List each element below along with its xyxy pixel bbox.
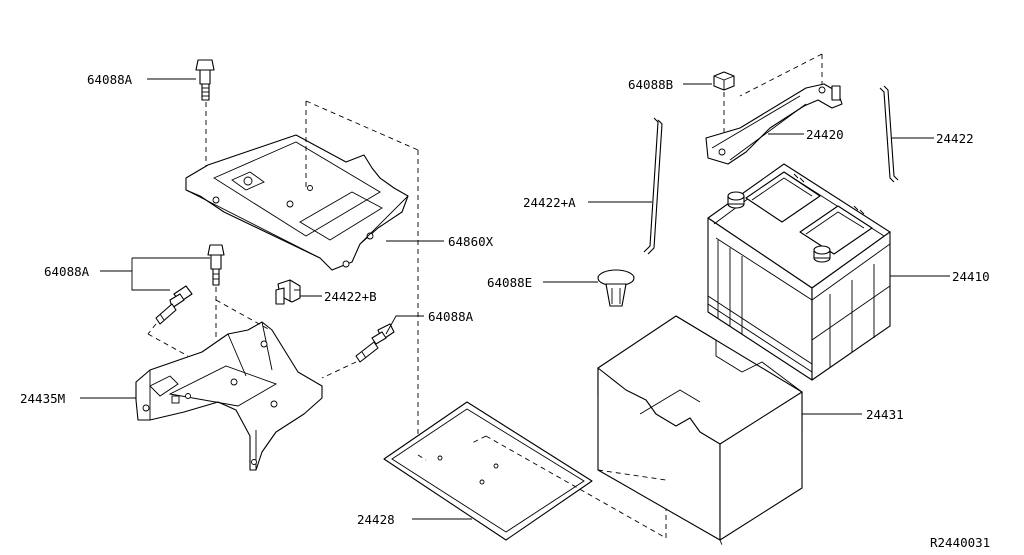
clip-part bbox=[597, 269, 635, 307]
label-bolt-mid: 64088A bbox=[44, 264, 90, 279]
label-battery: 24410 bbox=[952, 269, 990, 284]
label-clip: 64088E bbox=[487, 275, 532, 290]
diagram-id: R2440031 bbox=[930, 535, 990, 550]
battery-part bbox=[707, 163, 891, 381]
label-bolt-top: 64088A bbox=[87, 72, 133, 87]
label-cover: 24431 bbox=[866, 407, 904, 422]
cover-part bbox=[597, 315, 803, 546]
label-clip-bracket: 24422+B bbox=[324, 289, 377, 304]
label-rod-left: 24422+A bbox=[523, 195, 576, 210]
label-hold-down: 24420 bbox=[806, 127, 844, 142]
upper-tray-part bbox=[185, 100, 419, 455]
label-lower-bracket: 24435M bbox=[20, 391, 65, 406]
leader-bolt-right bbox=[385, 315, 424, 335]
label-bolt-right: 64088A bbox=[428, 309, 474, 324]
bolt-top-part bbox=[195, 59, 215, 178]
leader-bolt-mid bbox=[100, 270, 170, 291]
rod-left-part bbox=[643, 117, 663, 255]
clip-bracket-part bbox=[275, 279, 301, 305]
label-rod-right: 24422 bbox=[936, 131, 974, 146]
rod-right-part bbox=[879, 85, 899, 183]
label-lower-tray: 24428 bbox=[357, 512, 395, 527]
nut-part bbox=[713, 71, 735, 132]
bolt-mid-angled-part bbox=[147, 285, 193, 357]
bolt-mid-vertical-part bbox=[207, 244, 225, 340]
hold-down-part bbox=[705, 53, 843, 165]
bolt-right-part bbox=[321, 323, 395, 379]
label-upper-tray: 64860X bbox=[448, 234, 494, 249]
label-nut: 64088B bbox=[628, 77, 673, 92]
lower-tray-part bbox=[383, 401, 667, 541]
lower-bracket-part bbox=[135, 299, 323, 471]
